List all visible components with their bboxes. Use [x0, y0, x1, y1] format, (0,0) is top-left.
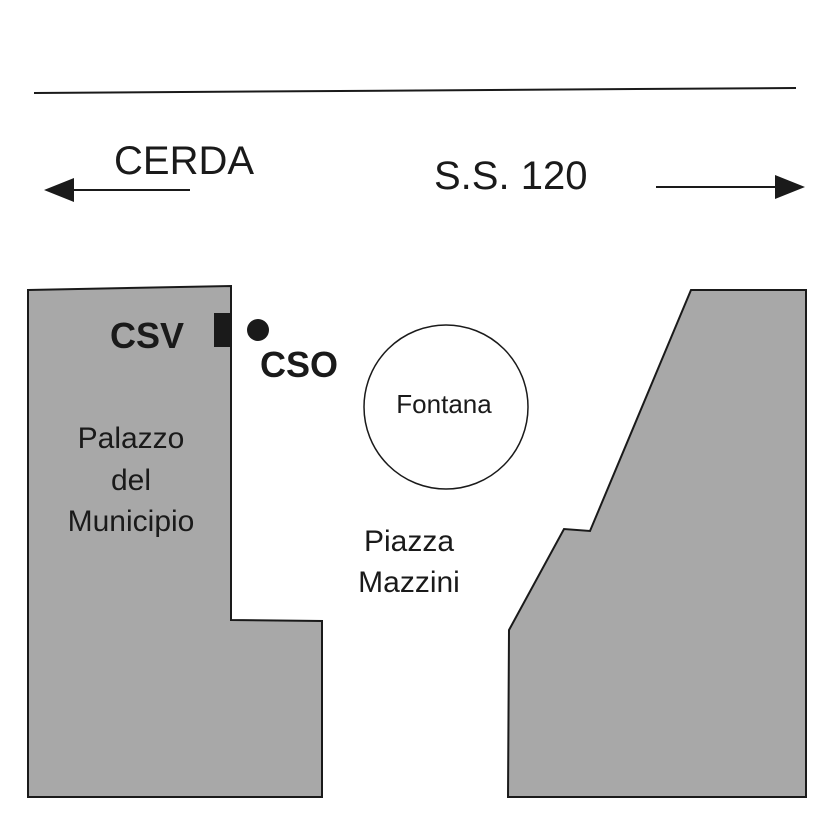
road-edge-line: [33, 87, 797, 94]
cso-label: CSO: [260, 344, 338, 385]
building-right: [506, 289, 807, 798]
fountain-label: Fontana: [396, 389, 492, 419]
building-label-line-2: del: [111, 464, 151, 497]
csv-marker-icon: [214, 313, 231, 347]
building-label-line-3: Municipio: [68, 505, 195, 538]
arrow-left-icon: [44, 178, 190, 202]
csv-label: CSV: [110, 315, 184, 356]
arrow-right-icon: [656, 175, 805, 199]
cso-marker-icon: [247, 319, 269, 341]
building-palazzo-del-municipio: [27, 284, 323, 798]
building-label-line-1: Palazzo: [78, 422, 185, 455]
fountain-circle: [363, 324, 529, 490]
direction-ss120-label: S.S. 120: [434, 154, 587, 198]
square-label-line-1: Piazza: [364, 525, 454, 558]
direction-cerda-label: CERDA: [114, 139, 254, 183]
square-label-line-2: Mazzini: [358, 566, 460, 599]
